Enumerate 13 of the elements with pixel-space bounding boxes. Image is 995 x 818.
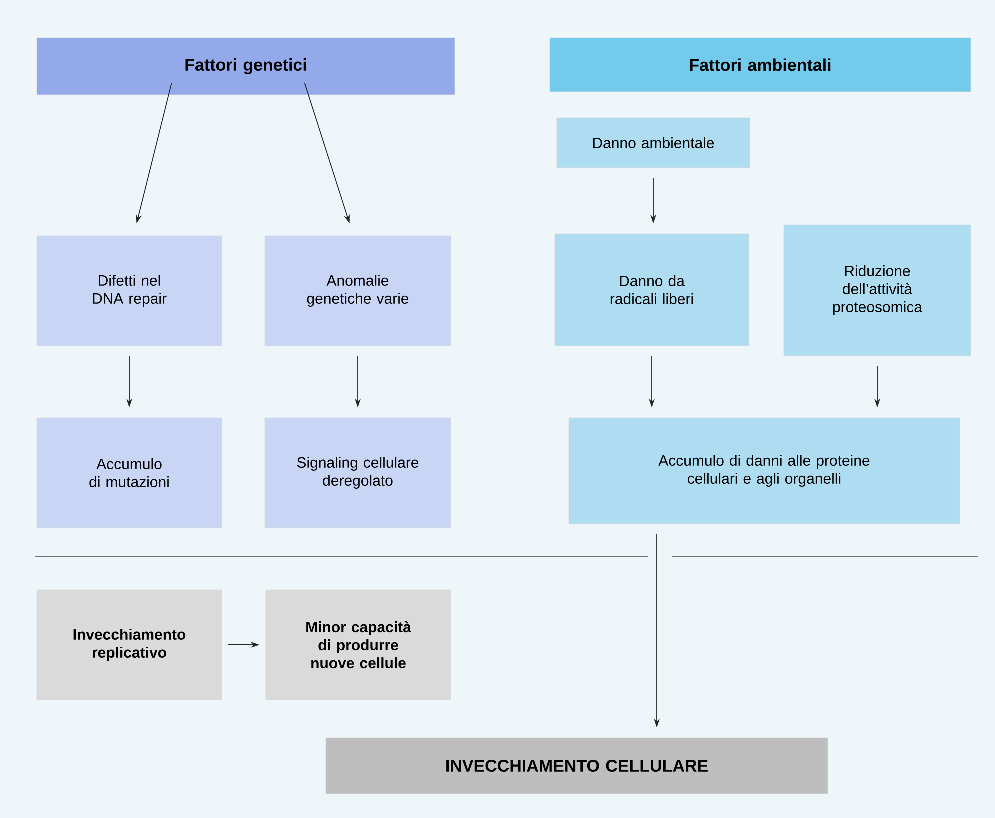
process-box: Difetti nel DNA repair — [36, 236, 222, 346]
heading-box: Fattori genetici — [36, 38, 456, 96]
process-box: Invecchiamento replicativo — [36, 590, 222, 700]
process-box: Minor capacità di produrre nuove cellule — [266, 590, 452, 700]
process-box: Anomalie genetiche varie — [264, 236, 452, 346]
process-box: Danno da radicali liberi — [554, 234, 750, 346]
process-box: Danno ambientale — [556, 118, 750, 168]
process-box: Riduzione dell’attività proteosomica — [784, 224, 972, 356]
process-box: Accumulo di danni alle proteine cellulari e agli organelli — [568, 418, 960, 524]
process-box: Signaling cellulare deregolato — [264, 418, 452, 528]
result-box: INVECCHIAMENTO CELLULARE — [326, 738, 828, 794]
process-box: Accumulo di mutazioni — [36, 418, 222, 528]
heading-box: Fattori ambientali — [550, 38, 972, 92]
